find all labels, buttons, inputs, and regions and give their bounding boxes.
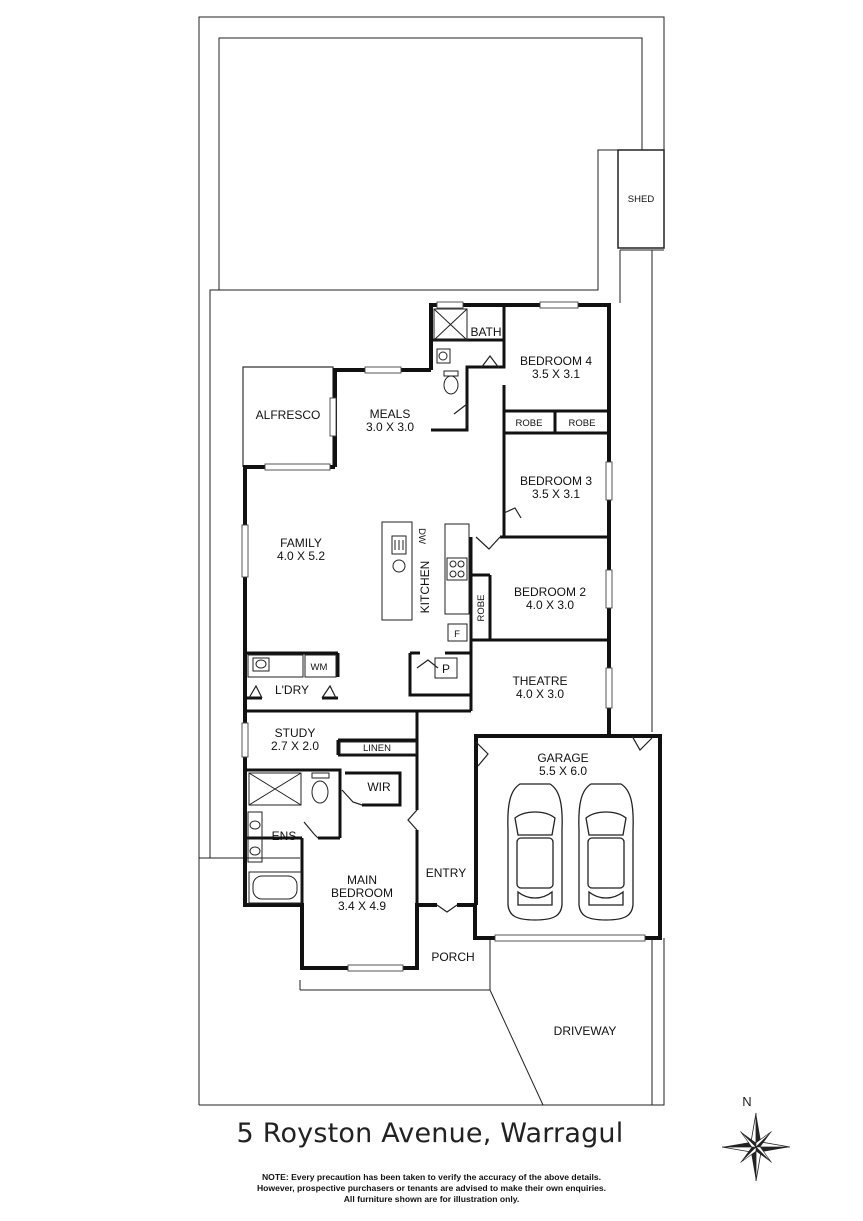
family-size: 4.0 X 5.2: [277, 549, 325, 563]
study-label: STUDY: [275, 726, 316, 740]
driveway-label: DRIVEWAY: [554, 1024, 617, 1038]
compass-rose-icon: N: [721, 1094, 791, 1182]
main-bedroom-label-2: BEDROOM: [331, 886, 393, 900]
bath-label: BATH: [470, 325, 501, 339]
laundry-label: L'DRY: [275, 683, 309, 697]
family-label: FAMILY: [280, 536, 322, 550]
wm-label: WM: [311, 662, 328, 673]
study-size: 2.7 X 2.0: [271, 739, 319, 753]
meals-size: 3.0 X 3.0: [366, 420, 414, 434]
windows: [241, 301, 646, 972]
property-address-title: 5 Royston Avenue, Warragul: [236, 1118, 624, 1149]
shed-label: SHED: [628, 194, 655, 205]
robe-a-label: ROBE: [516, 418, 543, 429]
kitchen-label: KITCHEN: [418, 561, 432, 614]
room-labels: SHED BATH BEDROOM 4 3.5 X 3.1 ROBE ROBE …: [256, 194, 655, 1038]
garage-size: 5.5 X 6.0: [539, 764, 587, 778]
car-icon: [507, 783, 563, 921]
garage-label: GARAGE: [537, 751, 588, 765]
bedroom2-label: BEDROOM 2: [514, 585, 586, 599]
main-bedroom-size: 3.4 X 4.9: [338, 899, 386, 913]
bedroom2-size: 4.0 X 3.0: [526, 598, 574, 612]
theatre-label: THEATRE: [512, 674, 567, 688]
disclaimer-note: NOTE: Every precaution has been taken to…: [200, 1172, 663, 1205]
car-icon: [578, 783, 634, 921]
theatre-size: 4.0 X 3.0: [516, 687, 564, 701]
fridge-label: F: [454, 629, 460, 640]
bedroom3-label: BEDROOM 3: [520, 474, 592, 488]
entry-label: ENTRY: [426, 866, 466, 880]
bedroom3-size: 3.5 X 3.1: [532, 487, 580, 501]
north-label: N: [742, 1094, 751, 1109]
door-swings: [248, 355, 653, 913]
meals-label: MEALS: [370, 407, 411, 421]
site-boundary: [198, 16, 665, 1106]
robe-c-label: ROBE: [476, 595, 487, 622]
main-bedroom-label-1: MAIN: [347, 873, 377, 887]
pantry-label: P: [442, 662, 450, 676]
robe-b-label: ROBE: [569, 418, 596, 429]
linen-label: LINEN: [363, 743, 391, 754]
bedroom4-label: BEDROOM 4: [520, 354, 592, 368]
alfresco-label: ALFRESCO: [256, 408, 321, 422]
ens-label: ENS: [272, 829, 297, 843]
disclaimer-line: NOTE: Every precaution has been taken to…: [261, 1172, 602, 1182]
dw-label: DW: [416, 528, 427, 544]
disclaimer-line: All furniture shown are for illustration…: [343, 1194, 520, 1204]
fixtures: [247, 308, 470, 904]
wir-label: WIR: [367, 780, 391, 794]
bedroom4-size: 3.5 X 3.1: [532, 367, 580, 381]
shed-outline: [617, 149, 665, 249]
disclaimer-line: However, prospective purchasers or tenan…: [256, 1183, 607, 1193]
porch-label: PORCH: [431, 950, 474, 964]
